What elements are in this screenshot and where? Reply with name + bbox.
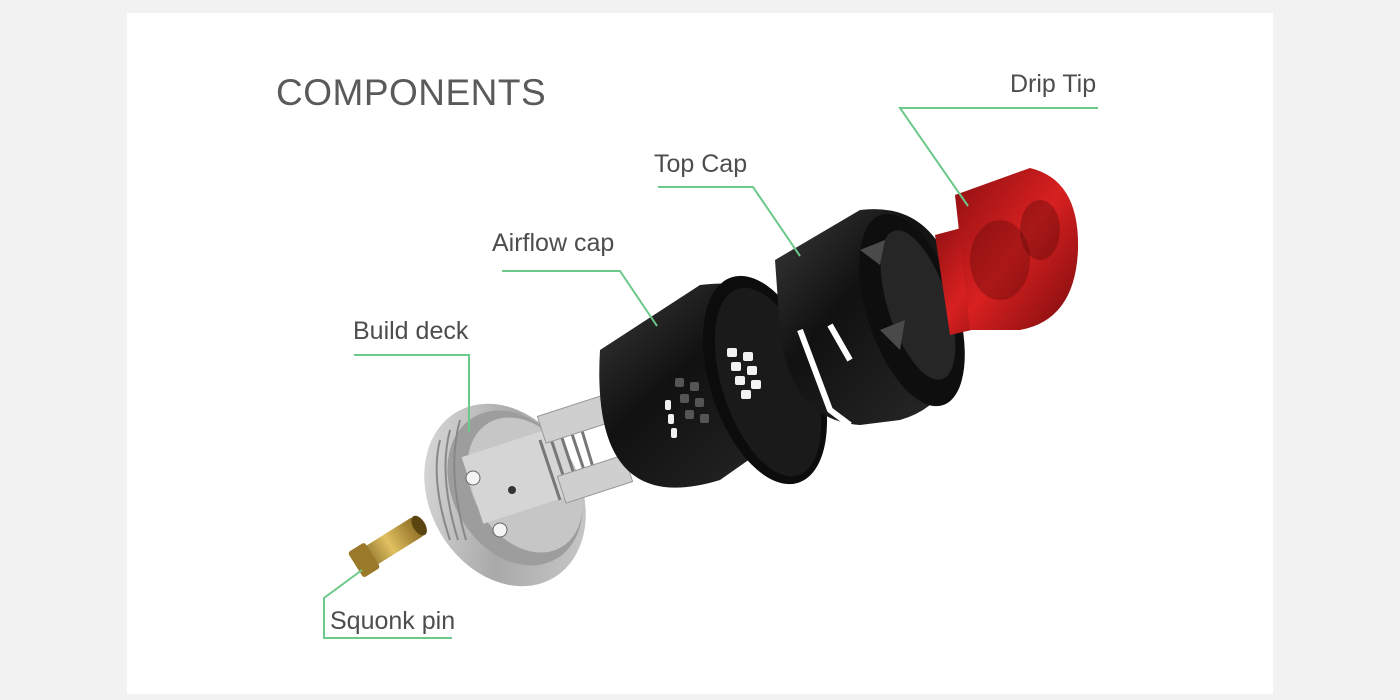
leader-lines — [323, 107, 1098, 639]
squonk-pin-label: Squonk pin — [330, 607, 456, 635]
airflow-cap-label: Airflow cap — [492, 229, 615, 257]
top-cap-leader — [658, 186, 801, 257]
build-deck-illustration — [424, 394, 634, 587]
squonk-pin-leader — [323, 569, 452, 639]
drip-tip-illustration — [935, 168, 1079, 335]
build-deck-label: Build deck — [353, 317, 469, 345]
drip-tip-leader — [898, 107, 1098, 207]
drip-tip-label: Drip Tip — [1010, 70, 1097, 98]
build-deck-leader — [354, 354, 470, 432]
page-title: COMPONENTS — [276, 72, 547, 113]
top-cap-label: Top Cap — [654, 150, 748, 178]
airflow-cap-leader — [502, 270, 658, 327]
squonk-pin-illustration — [348, 515, 427, 577]
top-cap-illustration — [775, 209, 965, 428]
